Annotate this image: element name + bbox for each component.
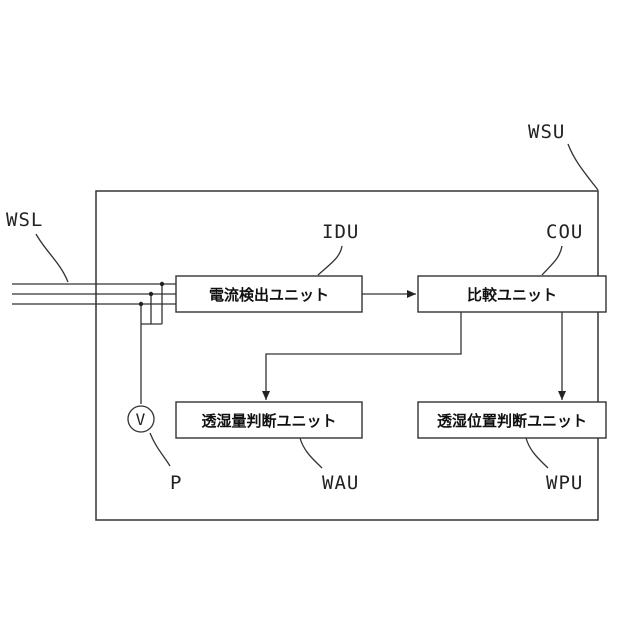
idu-label: IDU [322, 221, 359, 243]
voltmeter-symbol: V [136, 410, 147, 429]
permeation-position-label: 透湿位置判断ユニット [437, 412, 587, 430]
wsl-leader [36, 234, 68, 282]
wau-label: WAU [322, 472, 359, 494]
junction-dot-1 [160, 282, 164, 286]
wpu-leader [526, 438, 548, 468]
idu-leader [318, 246, 342, 275]
wsu-leader [568, 144, 598, 190]
current-detection-label: 電流検出ユニット [209, 286, 329, 304]
wpu-label: WPU [546, 472, 583, 494]
permeation-amount-label: 透湿量判断ユニット [201, 412, 336, 430]
junction-dot-3 [139, 302, 143, 306]
wsl-label: WSL [6, 209, 43, 231]
p-leader [150, 433, 170, 466]
cou-label: COU [546, 221, 583, 243]
comparison-label: 比較ユニット [467, 286, 557, 304]
wau-leader [300, 438, 322, 468]
p-label: P [170, 472, 182, 494]
cou-leader [542, 246, 562, 275]
wsu-label: WSU [528, 121, 565, 143]
arrow-compare-to-amount [266, 312, 461, 400]
junction-dot-2 [149, 292, 153, 296]
